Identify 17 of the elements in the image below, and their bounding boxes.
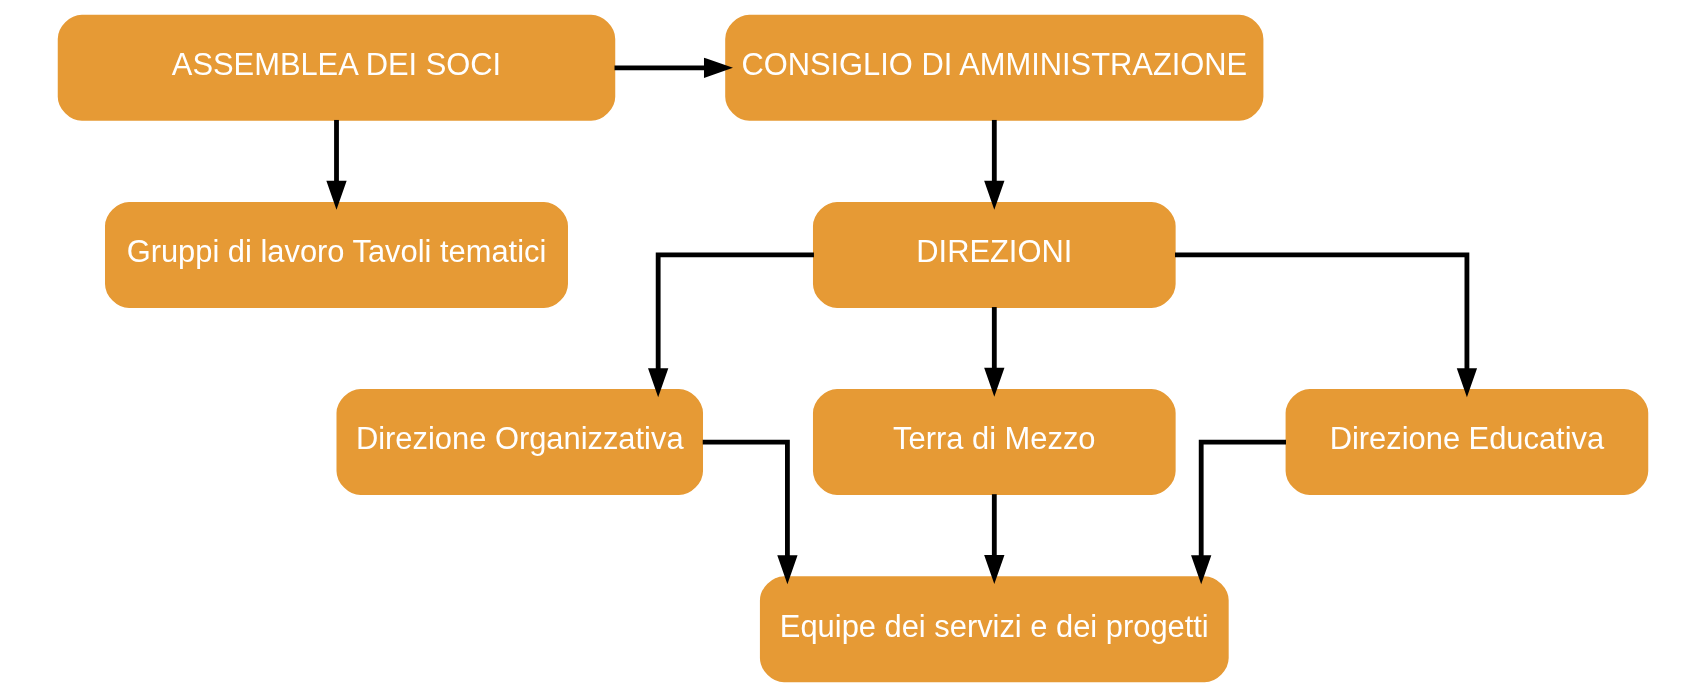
arrow	[702, 439, 798, 585]
arrow	[983, 494, 1004, 584]
arrow	[325, 119, 347, 210]
node-box: CONSIGLIO DI AMMINISTRAZIONE	[724, 14, 1263, 121]
node-box: Direzione Educativa	[1285, 389, 1648, 496]
arrow	[983, 307, 1004, 397]
node-box: DIREZIONI	[812, 201, 1176, 308]
arrow	[983, 119, 1004, 210]
node-box: Direzione Organizzativa	[336, 389, 703, 496]
arrow	[1174, 252, 1477, 398]
node-box: Terra di Mezzo	[812, 389, 1176, 496]
node-box: Gruppi di lavoro Tavoli tematici	[104, 201, 568, 308]
arrow	[1190, 439, 1286, 585]
node-box: ASSEMBLEA DEI SOCI	[57, 14, 615, 121]
arrow	[647, 252, 814, 398]
node-box: Equipe dei servizi e dei progetti	[759, 576, 1229, 683]
arrow	[614, 57, 733, 78]
